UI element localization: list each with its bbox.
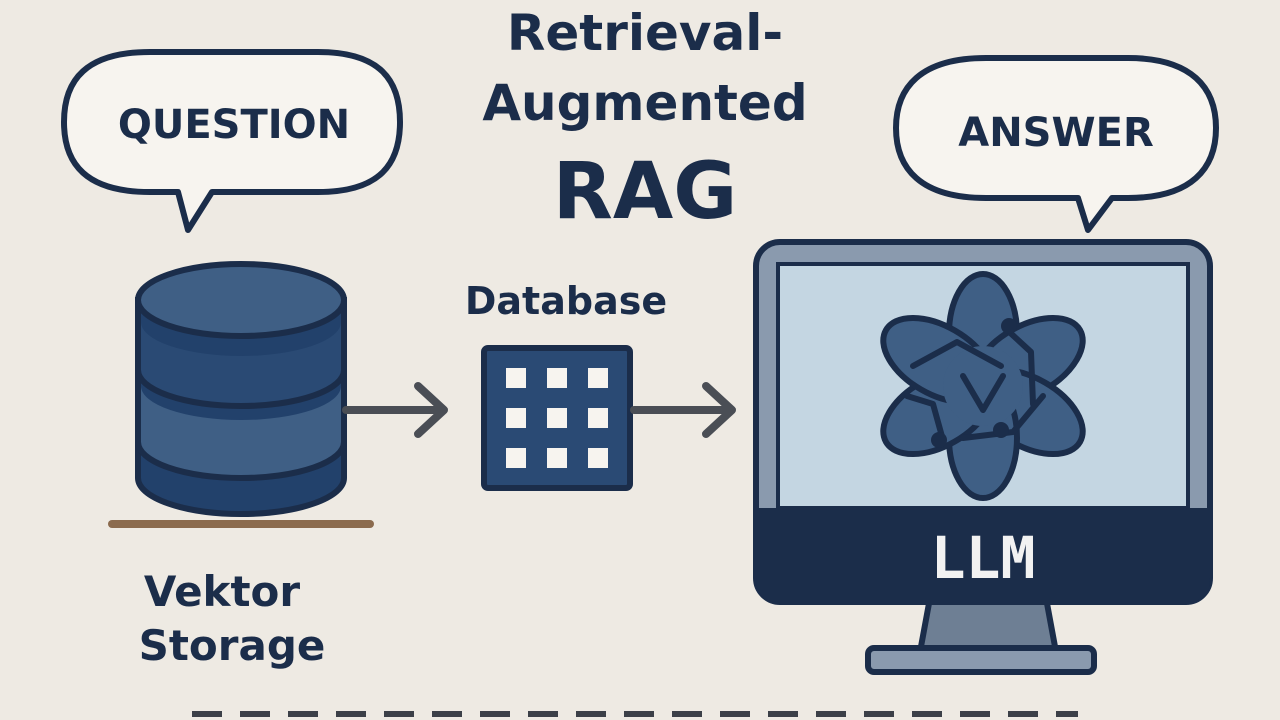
- vektor-label-line-2: Storage: [139, 621, 326, 670]
- speech-bubble-icon: [893, 55, 1219, 233]
- vektor-label-line-1: Vektor: [144, 567, 301, 616]
- knot-logo-icon: [880, 271, 1086, 501]
- monitor-base: [865, 645, 1097, 675]
- title-line-1: Retrieval-: [507, 4, 783, 62]
- cylinder-database-icon: [135, 261, 347, 517]
- monitor-chin: [756, 508, 1210, 602]
- title-block: Retrieval- Augmented RAG: [482, 4, 807, 237]
- database-block: Database: [465, 279, 667, 491]
- answer-bubble: ANSWER: [893, 55, 1219, 233]
- arrow-right-icon: [342, 382, 448, 438]
- title-line-3: RAG: [553, 147, 737, 237]
- question-bubble: QUESTION: [61, 49, 403, 233]
- monitor-stand: [916, 595, 1060, 655]
- arrow-right-icon: [630, 382, 736, 438]
- title-line-2: Augmented: [482, 74, 807, 132]
- llm-label: LLM: [931, 524, 1036, 592]
- llm-monitor: LLM: [753, 239, 1213, 675]
- database-label: Database: [465, 279, 667, 323]
- vector-storage: Vektor Storage: [108, 261, 374, 670]
- grid-database-icon: [481, 345, 633, 491]
- speech-bubble-icon: [61, 49, 403, 233]
- question-label: QUESTION: [118, 102, 350, 148]
- answer-label: ANSWER: [958, 110, 1154, 156]
